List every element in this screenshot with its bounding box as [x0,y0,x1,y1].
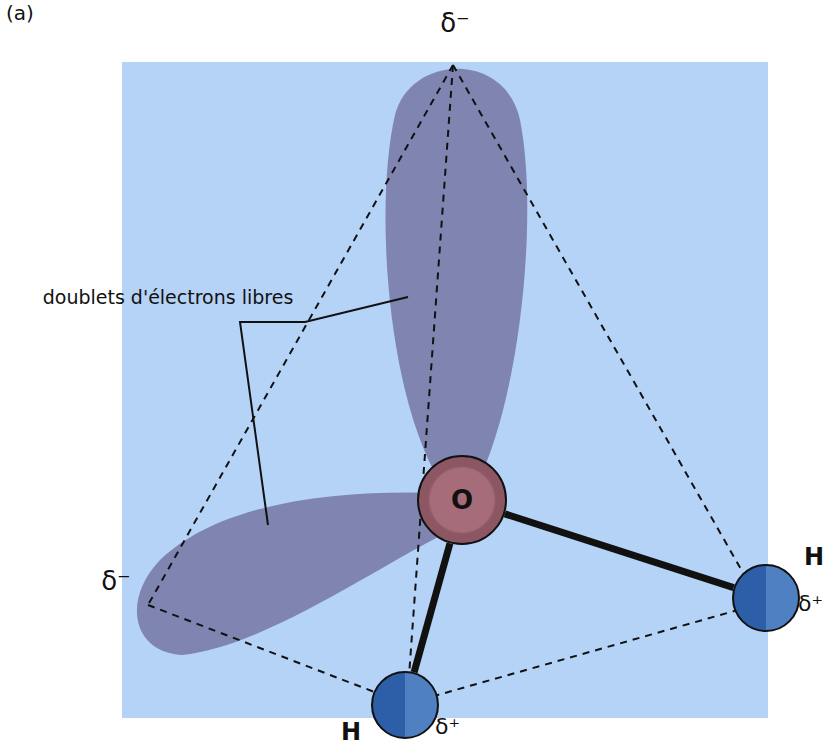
atom-symbol: H [804,544,824,570]
partial-charge: δ⁻ [86,567,146,597]
covalent-bond [505,514,734,588]
partial-charge: δ⁺ [798,592,823,616]
panel-letter: (a) [6,2,66,25]
lone-pair-lobe [137,492,448,655]
hydrogen-atom: Hδ⁺ [732,564,800,632]
hydrogen-atom: Hδ⁺ [371,671,439,739]
annotation-label: doublets d'électrons libres [33,287,303,309]
tetrahedron-edges [148,65,750,700]
partial-charge: δ⁻ [425,9,485,39]
bracket-leader [240,297,408,525]
lone-pair-lobe [385,69,527,482]
covalent-bond [414,543,450,672]
atom-symbol: O [451,486,473,515]
background-panel [122,62,768,718]
partial-charge: δ⁺ [435,715,460,739]
oxygen-atom: O [417,455,507,545]
atom-symbol: H [341,719,361,745]
